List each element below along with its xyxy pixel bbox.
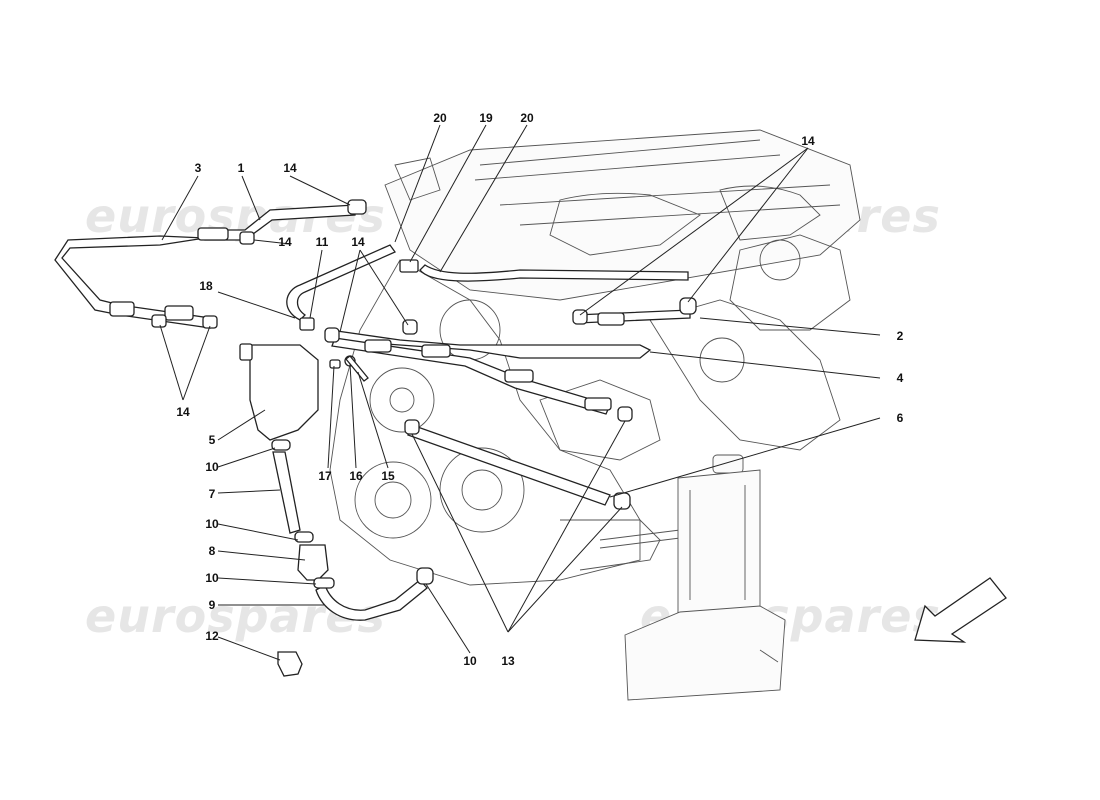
callout-13: 13 xyxy=(501,654,515,668)
clamp-10-top xyxy=(271,439,291,451)
reservoir-5-cap xyxy=(239,343,253,361)
callout-11: 11 xyxy=(316,235,329,249)
watermark-bottom-left: eurospares xyxy=(85,589,386,643)
hose-4 xyxy=(329,329,652,359)
callout-14-c: 14 xyxy=(351,235,365,249)
clamp-10-low xyxy=(313,577,335,589)
hose-18 xyxy=(286,244,396,321)
fitting-4-a xyxy=(364,339,392,353)
callout-5: 5 xyxy=(209,433,216,447)
fitting-lower-mid xyxy=(164,305,194,321)
bolt-15 xyxy=(345,355,369,382)
callout-9: 9 xyxy=(209,598,216,612)
callout-labels: 1 2 3 4 5 6 7 8 9 10 10 10 10 11 12 13 1… xyxy=(176,111,903,668)
callout-3: 3 xyxy=(195,161,202,175)
clamp-left-a xyxy=(151,314,167,328)
callout-6: 6 xyxy=(897,411,904,425)
hose-group xyxy=(54,204,691,621)
callout-10-d: 10 xyxy=(463,654,477,668)
tank-neck xyxy=(712,454,744,474)
callout-20-a: 20 xyxy=(433,111,447,125)
callout-14-e: 14 xyxy=(801,134,815,148)
cam-cover xyxy=(384,129,861,301)
valve-8 xyxy=(297,544,329,581)
callout-12: 12 xyxy=(205,629,219,643)
engine-block xyxy=(329,129,861,586)
callout-10-b: 10 xyxy=(205,517,219,531)
clamp-4-mid xyxy=(402,319,418,335)
clamp-4-left xyxy=(324,327,340,343)
tank-base xyxy=(624,605,786,701)
fitting-2 xyxy=(597,312,625,326)
fittings-group xyxy=(109,199,697,677)
callout-14-a: 14 xyxy=(283,161,297,175)
leader-lines xyxy=(159,124,881,661)
hose-20 xyxy=(419,264,689,282)
fitting-mid xyxy=(197,227,229,241)
hose-4-lower xyxy=(331,337,611,415)
callout-1: 1 xyxy=(238,161,245,175)
fitting-upper-right xyxy=(347,199,367,215)
callout-16: 16 xyxy=(349,469,363,483)
hose-2 xyxy=(574,309,691,324)
callout-14-b: 14 xyxy=(278,235,292,249)
callout-2: 2 xyxy=(897,329,904,343)
clamp-left-b xyxy=(202,315,218,329)
bracket-12 xyxy=(277,651,303,677)
hose-9 xyxy=(315,579,428,621)
fitting-4-d xyxy=(584,397,612,411)
callout-20-b: 20 xyxy=(520,111,534,125)
callout-4: 4 xyxy=(897,371,904,385)
direction-arrow-icon xyxy=(914,577,1007,643)
screw-17 xyxy=(329,359,341,369)
callout-15: 15 xyxy=(381,469,395,483)
fitting-4-b xyxy=(421,344,451,358)
reservoir-5 xyxy=(249,344,319,441)
fitting-clamp-14 xyxy=(239,231,255,245)
callout-8: 8 xyxy=(209,544,216,558)
callout-10-c: 10 xyxy=(205,571,219,585)
clamp-13-b xyxy=(617,406,633,422)
clamp-13-a xyxy=(404,419,420,435)
fitting-lower-left xyxy=(109,301,135,317)
clamp-top-right xyxy=(679,297,697,315)
clamp-10-right xyxy=(416,567,434,585)
callout-17: 17 xyxy=(318,469,332,483)
callout-18: 18 xyxy=(199,279,213,293)
pipe-6 xyxy=(407,424,611,506)
callout-10-a: 10 xyxy=(205,460,219,474)
reservoir-tank xyxy=(624,454,786,701)
fitting-11 xyxy=(299,317,315,331)
hose-7 xyxy=(272,451,301,534)
fitting-4-c xyxy=(504,369,534,383)
callout-7: 7 xyxy=(209,487,216,501)
callout-14-d: 14 xyxy=(176,405,190,419)
callout-19: 19 xyxy=(479,111,493,125)
clamp-10-mid xyxy=(294,531,314,543)
fitting-19 xyxy=(399,259,419,273)
clamp-2 xyxy=(572,309,588,325)
